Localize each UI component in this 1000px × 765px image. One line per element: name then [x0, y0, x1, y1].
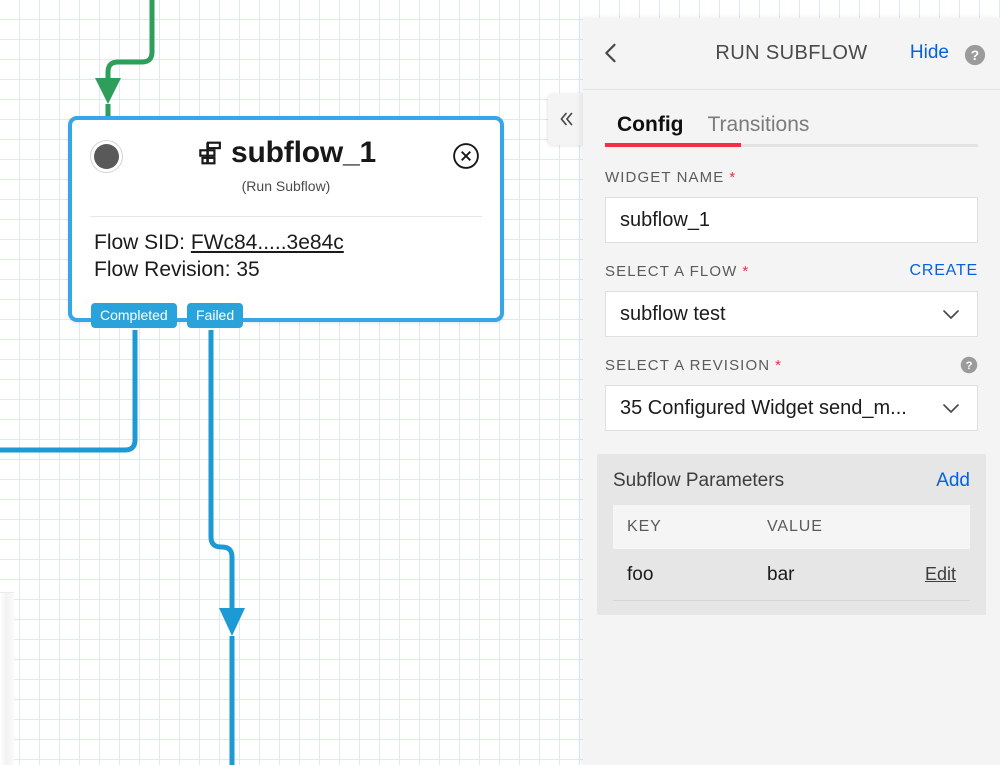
- hide-panel-link[interactable]: Hide: [909, 42, 949, 63]
- node-subtitle: (Run Subflow): [241, 178, 331, 194]
- spacer: [605, 337, 978, 356]
- spacer: [605, 243, 978, 262]
- node-flow-revision: Flow Revision: 35: [94, 257, 260, 281]
- select-revision-label: SELECT A REVISION *: [605, 357, 782, 374]
- panel-tabs: Config Transitions: [583, 90, 1000, 147]
- node-body: Flow SID: FWc84.....3e84c Flow Revision:…: [94, 230, 344, 284]
- status-dot: [94, 144, 119, 169]
- add-parameter-link[interactable]: Add: [936, 470, 970, 491]
- wire-completed: [0, 330, 138, 453]
- close-circle-icon[interactable]: [452, 142, 480, 170]
- panel-title: RUN SUBFLOW: [715, 42, 868, 64]
- select-revision-label-row: SELECT A REVISION * ?: [605, 356, 978, 374]
- tab-transitions[interactable]: Transitions: [707, 113, 810, 136]
- edit-parameter-link[interactable]: Edit: [924, 564, 956, 584]
- transition-badge-completed[interactable]: Completed: [91, 303, 177, 328]
- parameters-table: KEY VALUE foo bar Edit: [613, 505, 970, 601]
- wire-incoming-arrowhead: [95, 78, 121, 104]
- tab-config[interactable]: Config: [617, 113, 684, 136]
- help-circle-icon[interactable]: ?: [960, 356, 978, 374]
- parameter-value: bar: [767, 563, 795, 585]
- node-header: subflow_1 (Run Subflow): [72, 120, 500, 217]
- select-flow-label-row: SELECT A FLOW * CREATE: [605, 262, 978, 280]
- node-divider: [90, 216, 482, 217]
- tab-rail: [605, 144, 978, 147]
- chevron-down-icon: [943, 310, 959, 319]
- widget-config-panel: RUN SUBFLOW Hide ? Config Transitions WI…: [583, 18, 1000, 765]
- node-flow-sid-label: Flow SID:: [94, 231, 186, 254]
- subflow-icon: [199, 141, 221, 165]
- subflow-parameters-header: Subflow Parameters Add: [613, 470, 970, 492]
- double-chevron-left-icon: [560, 112, 573, 126]
- panel-collapse-tab[interactable]: [548, 93, 584, 145]
- select-revision-label-text: SELECT A REVISION: [605, 356, 771, 374]
- svg-text:?: ?: [966, 360, 973, 372]
- select-flow-label: SELECT A FLOW *: [605, 263, 749, 280]
- select-revision-dropdown[interactable]: 35 Configured Widget send_m...: [605, 385, 978, 431]
- subflow-parameters-title: Subflow Parameters: [613, 470, 785, 491]
- select-flow-dropdown[interactable]: subflow test: [605, 291, 978, 337]
- svg-text:?: ?: [971, 48, 979, 63]
- parameter-key: foo: [627, 563, 654, 585]
- config-form: WIDGET NAME * subflow_1 SELECT A FLOW * …: [583, 147, 1000, 431]
- widget-name-label: WIDGET NAME *: [605, 169, 978, 186]
- transition-badge-failed[interactable]: Failed: [187, 303, 244, 328]
- column-header-key: KEY: [627, 518, 662, 535]
- table-row[interactable]: foo bar Edit: [613, 549, 970, 601]
- subflow-parameters-card: Subflow Parameters Add KEY VALUE foo bar…: [597, 454, 986, 615]
- select-revision-value: 35 Configured Widget send_m...: [620, 396, 907, 419]
- select-flow-label-text: SELECT A FLOW: [605, 262, 738, 280]
- node-title-row: subflow_1: [72, 136, 500, 170]
- widget-name-label-text: WIDGET NAME: [605, 169, 725, 186]
- column-header-value: VALUE: [767, 518, 823, 535]
- required-asterisk: *: [742, 262, 750, 280]
- panel-header: RUN SUBFLOW Hide ?: [583, 18, 1000, 90]
- create-flow-link[interactable]: CREATE: [909, 262, 978, 279]
- wire-incoming: [105, 0, 155, 80]
- required-asterisk: *: [729, 169, 737, 186]
- select-flow-value: subflow test: [620, 302, 726, 325]
- node-title-text: subflow_1: [231, 136, 376, 169]
- wire-failed: [208, 330, 235, 608]
- widget-node-subflow[interactable]: subflow_1 (Run Subflow) Flow SID: FWc84.…: [68, 116, 504, 322]
- node-flow-sid-row: Flow SID: FWc84.....3e84c: [94, 230, 344, 257]
- node-flow-sid-link[interactable]: FWc84.....3e84c: [190, 231, 344, 254]
- parameters-table-header: KEY VALUE: [613, 505, 970, 549]
- widget-name-input-wrap[interactable]: subflow_1: [605, 197, 978, 243]
- tab-active-indicator: [605, 143, 741, 147]
- required-asterisk: *: [775, 356, 783, 374]
- widget-name-input[interactable]: subflow_1: [620, 208, 711, 231]
- chevron-left-icon[interactable]: [597, 39, 625, 67]
- chevron-down-icon: [943, 404, 959, 413]
- canvas-left-panel-edge: [0, 592, 14, 765]
- help-circle-icon[interactable]: ?: [964, 44, 986, 66]
- wire-failed-arrowhead: [219, 608, 245, 636]
